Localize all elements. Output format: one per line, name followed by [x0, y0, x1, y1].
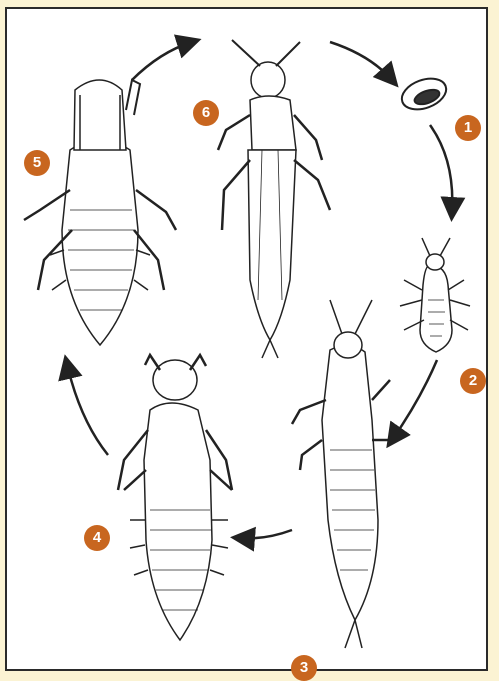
egg-icon: [398, 73, 451, 115]
stage-badge-4: 4: [84, 525, 110, 551]
first-instar-larva-icon: [400, 238, 470, 352]
stage-badge-6: 6: [193, 100, 219, 126]
stage-badge-3: 3: [291, 655, 317, 681]
prepupa-icon: [118, 355, 232, 640]
adult-thrips-icon: [218, 40, 330, 358]
arrow-1-to-2: [430, 125, 452, 212]
arrow-5-to-6: [132, 42, 192, 80]
stage-badge-2: 2: [460, 368, 486, 394]
arrow-4-to-5: [67, 364, 108, 455]
arrow-3-to-4: [240, 530, 292, 538]
second-instar-larva-icon: [292, 300, 392, 648]
pupa-icon: [24, 80, 176, 345]
arrow-2-to-3: [392, 360, 437, 440]
stage-badge-1: 1: [455, 115, 481, 141]
stage-badge-5: 5: [24, 150, 50, 176]
arrow-6-to-1: [330, 42, 392, 80]
